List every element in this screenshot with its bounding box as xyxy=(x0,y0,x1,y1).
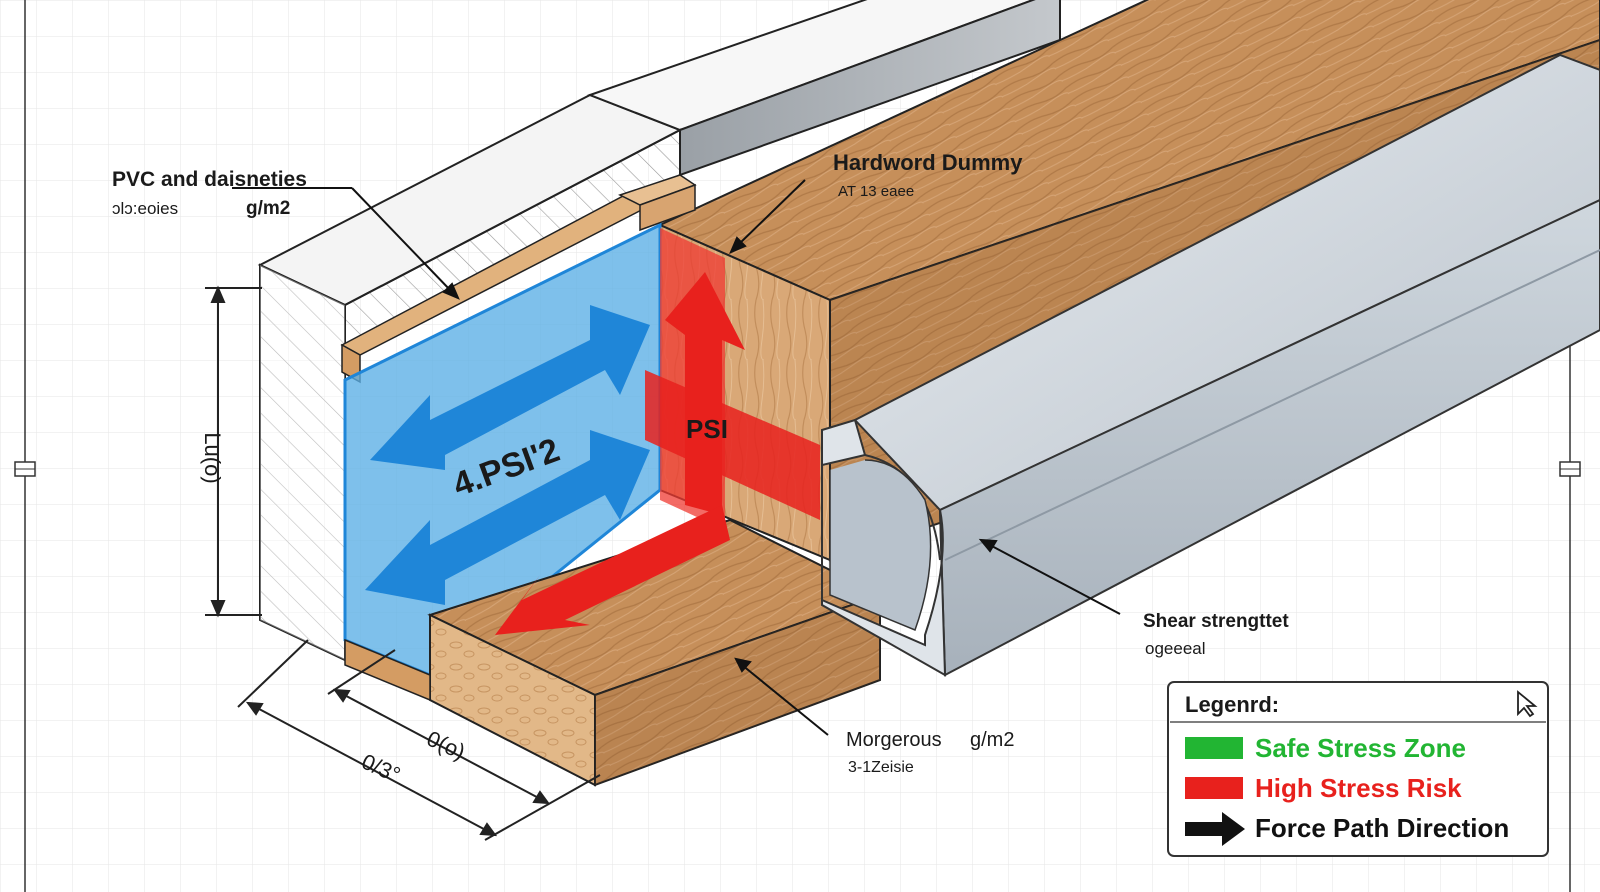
legend-swatch-force-arrow xyxy=(1185,812,1245,846)
vertical-dimension-label: Lu(o) xyxy=(200,432,225,483)
shear-callout-title: Shear strengttet xyxy=(1143,611,1289,632)
legend-label-risk: High Stress Risk xyxy=(1255,773,1462,803)
pvc-callout-sub-left: ɔlɔ:eoies xyxy=(112,199,178,218)
hardwood-callout-title: Hardword Dummy xyxy=(833,150,1023,175)
top-wood-strip xyxy=(340,174,697,384)
blue-arrow-upper xyxy=(370,305,650,470)
red-arrow-up xyxy=(665,272,745,515)
steel-gutter xyxy=(821,53,1600,677)
shear-callout-sub: ogeeeal xyxy=(1145,639,1206,658)
hardwood-callout-sub: AT 13 eaee xyxy=(838,183,914,200)
vertical-dimension xyxy=(205,285,262,618)
cursor-arrow-icon[interactable] xyxy=(1517,690,1538,718)
blue-force-arrows xyxy=(365,305,650,605)
pvc-callout-unit: g/m2 xyxy=(246,198,290,219)
red-value-label: PSI xyxy=(686,414,728,444)
mongerous-callout-unit: g/m2 xyxy=(970,729,1014,751)
bottom-dimensions xyxy=(237,639,601,841)
red-arrow-down-left xyxy=(495,505,730,635)
mongerous-callout-sub: 3-1Zeisie xyxy=(848,759,914,776)
red-force-arrows xyxy=(495,272,745,635)
legend-box: Legenrd: Safe Stress Zone High Stress Ri… xyxy=(1167,681,1549,857)
legend-swatch-safe xyxy=(1185,737,1243,759)
legend-title: Legenrd: xyxy=(1185,692,1279,717)
legend-label-force: Force Path Direction xyxy=(1255,813,1509,843)
pvc-callout-title: PVC and daisneties xyxy=(112,168,307,191)
legend-label-safe: Safe Stress Zone xyxy=(1255,733,1466,763)
mongerous-callout-title: Morgerous xyxy=(846,729,942,751)
blue-arrow-lower xyxy=(365,430,650,605)
legend-swatch-risk xyxy=(1185,777,1243,799)
callout-leaders xyxy=(232,179,1121,736)
